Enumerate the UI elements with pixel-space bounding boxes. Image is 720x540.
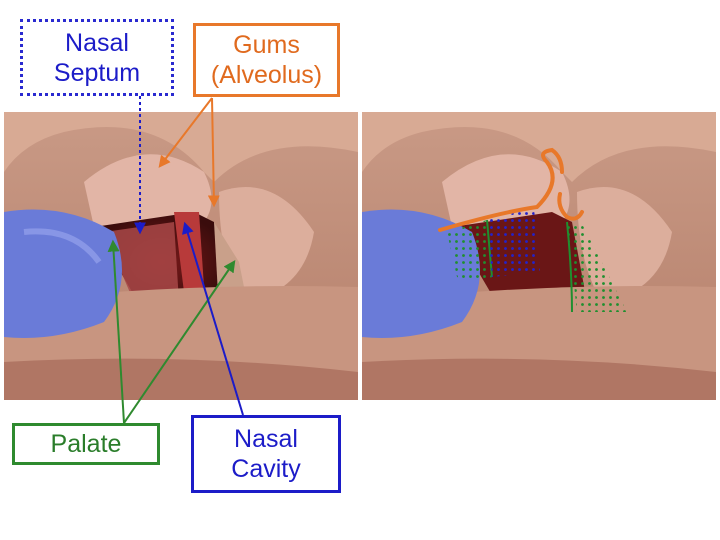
nasal-cavity-label: Nasal Cavity (191, 415, 341, 493)
photo-illustration-right (362, 112, 716, 400)
palate-region-right (567, 222, 627, 312)
nasal-cavity-label-line2: Cavity (231, 455, 301, 483)
nasal-septum-region (487, 208, 540, 277)
photo-illustration-left (4, 112, 358, 400)
gums-label-line1: Gums (233, 31, 300, 59)
nasal-septum-label-line2: Septum (53, 58, 141, 87)
cleft-palate-photo-right (362, 112, 716, 400)
gums-label-line2: (Alveolus) (210, 61, 323, 89)
palate-label: Palate (12, 423, 160, 465)
nasal-cavity-label-line1: Nasal (234, 425, 298, 453)
cleft-palate-photo-left (4, 112, 358, 400)
palate-label-text: Palate (50, 430, 122, 458)
gums-outline (438, 147, 564, 232)
nasal-septum-label-line1: Nasal (65, 28, 129, 57)
palate-region-left (447, 220, 492, 282)
nasal-septum-label: Nasal Septum (20, 19, 174, 96)
gums-label: Gums (Alveolus) (193, 23, 340, 97)
